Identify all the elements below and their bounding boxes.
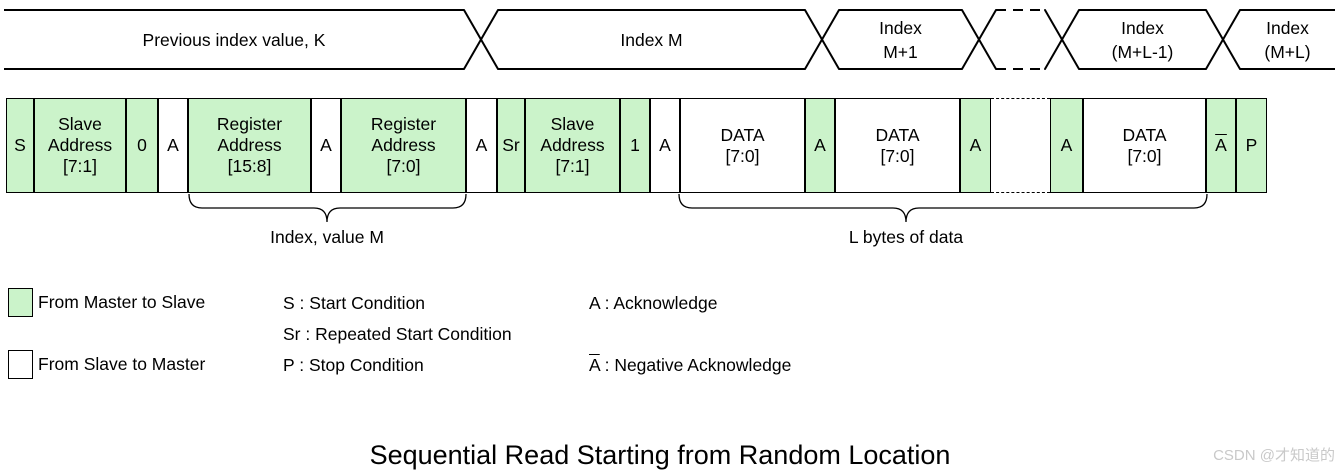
sequence-cell: Register Address [7:0] [341,98,466,193]
bus-transition-cross [1044,9,1080,70]
sequence-cell-label: Sr [502,135,520,155]
separator: : [294,293,310,313]
symbol: Sr [283,324,301,344]
symbol-definition: Sr : Repeated Start Condition [283,322,512,346]
sequence-cell: DATA [7:0] [680,98,805,193]
sequence-gap-cell [991,98,1050,193]
bus-transition-cross [1205,9,1241,70]
curly-brace [678,193,1208,223]
sequence-cell-label: A [1060,135,1073,155]
sequence-cell-label: A [969,135,982,155]
sequence-cell: Sr [497,98,525,193]
symbol-definition: A : Negative Acknowledge [589,353,791,377]
sequence-cell: A [311,98,341,193]
definition-text: Negative Acknowledge [614,355,792,375]
sequence-cell-label: A [475,135,488,155]
sequence-cell-label: Slave Address [7:1] [540,114,605,176]
sequence-cell: A [805,98,835,193]
sequence-cell: DATA [7:0] [835,98,960,193]
sequence-cell: 0 [126,98,158,193]
sequence-cell-label: 1 [630,135,640,155]
sequence-cell-label: Register Address [15:8] [216,114,283,176]
sequence-cell-label: DATA [7:0] [1122,124,1167,166]
sequence-cell: A [960,98,991,193]
bus-segment-label: Index [1266,18,1309,38]
sequence-cell-label: DATA [7:0] [875,124,920,166]
sequence-cell: Register Address [15:8] [188,98,311,193]
sequence-cell: Slave Address [7:1] [525,98,620,193]
bus-segment-label: Index M [620,30,682,50]
bus-transition-cross [961,9,997,70]
definition-text: Repeated Start Condition [315,324,512,344]
symbol: A [589,293,600,313]
symbol-definition: S : Start Condition [283,291,425,315]
sequence-cell: P [1236,98,1267,193]
brace-label: L bytes of data [848,227,964,247]
definition-text: Acknowledge [613,293,718,313]
symbol-definition: A : Acknowledge [589,291,717,315]
sequence-cell: A [466,98,497,193]
sequence-cell-label: A [167,135,179,155]
sequence-cell: A [1206,98,1236,193]
bus-transition-cross [463,9,499,70]
master-to-slave-swatch [8,288,33,317]
sequence-cell-label: Slave Address [7:1] [47,114,113,176]
watermark: CSDN @才知道的 [1213,447,1335,464]
bus-segment-label: (M+L) [1264,42,1310,62]
separator: : [599,355,615,375]
bus-segment-label: M+1 [883,42,918,62]
sequence-cell: S [6,98,34,193]
sequence-cell: A [650,98,680,193]
sequence-cell: DATA [7:0] [1083,98,1206,193]
bus-segment-label: Index [879,18,922,38]
slave-to-master-swatch [8,350,33,379]
sequence-cell-label: Register Address [7:0] [370,114,437,176]
symbol-definition: P : Stop Condition [283,353,424,377]
bus-segment-label: Index [1121,18,1164,38]
sequence-cell-label: A [1215,135,1227,155]
symbol: P [283,355,295,375]
master-to-slave-label: From Master to Slave [38,292,206,312]
bus-transition-cross [804,9,840,70]
sequence-cell: 1 [620,98,650,193]
definition-text: Start Condition [309,293,426,313]
sequence-cell-label: 0 [137,135,147,155]
slave-to-master-label: From Slave to Master [38,354,206,374]
page-title: Sequential Read Starting from Random Loc… [369,440,951,470]
curly-brace [188,193,467,223]
sequence-cell-label: A [814,135,826,155]
symbol: A [589,355,600,375]
separator: : [599,293,614,313]
brace-annotations [188,193,1208,223]
sequence-cell: Slave Address [7:1] [34,98,126,193]
separator: : [294,355,309,375]
symbol: S [283,293,295,313]
separator: : [300,324,316,344]
sequence-cell: A [158,98,188,193]
bus-segment-label: (M+L-1) [1112,42,1174,62]
sequence-cell-label: A [320,135,332,155]
sequence-cell-label: P [1245,135,1258,155]
sequence-cell: A [1050,98,1083,193]
sequence-cell-label: S [14,135,26,155]
definition-text: Stop Condition [308,355,424,375]
brace-label: Index, value M [270,227,384,247]
bus-segment-label: Previous index value, K [143,30,326,50]
sequence-cell-label: A [659,135,671,155]
sequence-cell-label: DATA [7:0] [720,124,765,166]
